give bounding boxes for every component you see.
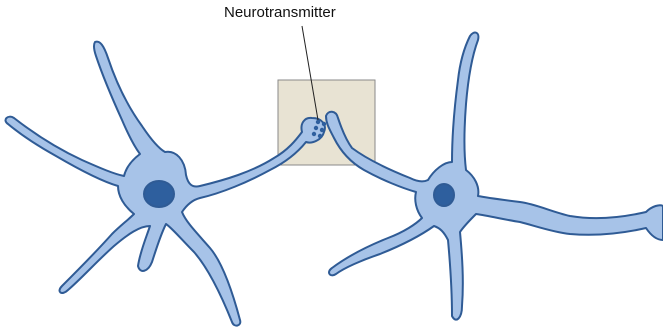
vesicle — [312, 132, 316, 136]
neurotransmitter-label: Neurotransmitter — [224, 4, 336, 21]
vesicle — [314, 126, 318, 130]
vesicle — [316, 120, 320, 124]
left-neuron-nucleus — [144, 181, 174, 207]
vesicle — [322, 122, 326, 126]
left-neuron — [6, 42, 325, 326]
right-neuron-cell-body — [326, 33, 663, 320]
right-neuron-nucleus — [434, 184, 454, 206]
vesicle — [318, 134, 322, 138]
vesicle — [320, 128, 324, 132]
right-neuron — [326, 33, 663, 320]
